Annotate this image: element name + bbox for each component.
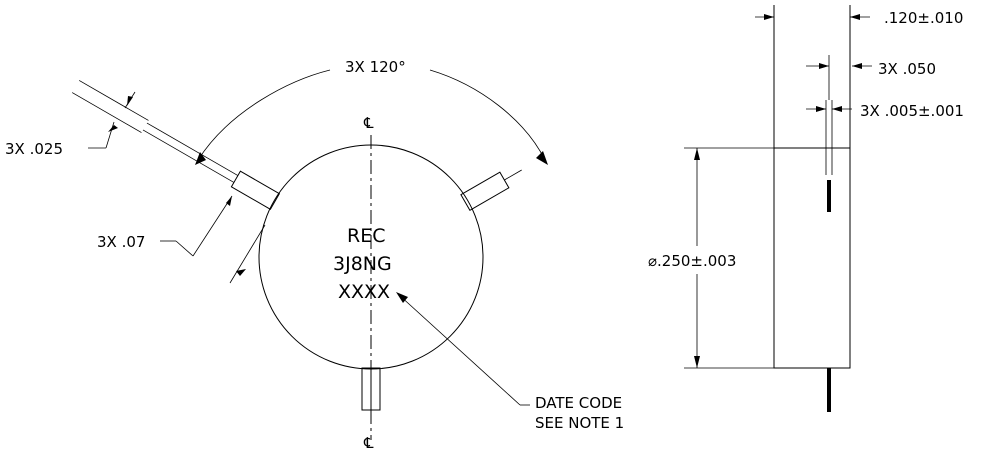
lead-len-dim-line-b <box>229 224 266 284</box>
bottom-lead <box>361 367 381 411</box>
angle-dimension-label: 3X 120° <box>345 58 406 76</box>
marking-line-2: 3J8NG <box>333 253 392 275</box>
angle-arrow-right <box>536 151 548 165</box>
lead-len-dim-line <box>192 195 233 257</box>
lead-dia-arrow-b <box>127 96 133 106</box>
lead-dia-arrow-a <box>108 125 118 132</box>
angle-arrow-left <box>195 152 206 165</box>
marking-line-1: REC <box>347 225 385 247</box>
lead-dim-label: 3X .050 <box>878 60 936 78</box>
date-code-leader <box>397 293 521 406</box>
dia-dim-label: ⌀.250±.003 <box>648 252 736 270</box>
overall-dim-label: .120±.010 <box>884 9 963 27</box>
note-line-1: DATE CODE <box>535 394 622 412</box>
right-lead <box>460 169 522 211</box>
wire-dim-label: 3X .005±.001 <box>860 102 964 120</box>
date-code-arrow <box>396 292 408 303</box>
lead-dia-dim-line <box>105 121 115 149</box>
angle-dimension-arc <box>197 69 546 161</box>
lead-len-dim-label: 3X .07 <box>97 233 145 251</box>
front-view: ℄ ℄ 3X 120° 3X <box>5 58 624 452</box>
lead-len-arrow-a <box>226 196 232 206</box>
marking-line-3: XXXX <box>338 281 390 303</box>
centerline-bottom-symbol: ℄ <box>363 434 374 452</box>
left-lead <box>71 80 281 210</box>
lead-dia-dim-label: 3X .025 <box>5 140 63 158</box>
centerline-top-symbol: ℄ <box>363 114 374 132</box>
note-line-2: SEE NOTE 1 <box>535 414 624 432</box>
side-view: .120±.010 3X .050 3X .005±.001 ⌀.250±.00… <box>648 5 964 412</box>
lead-len-arrow-b <box>236 269 246 276</box>
lead-len-dim-curve <box>175 240 194 257</box>
side-body-rect <box>773 147 851 369</box>
